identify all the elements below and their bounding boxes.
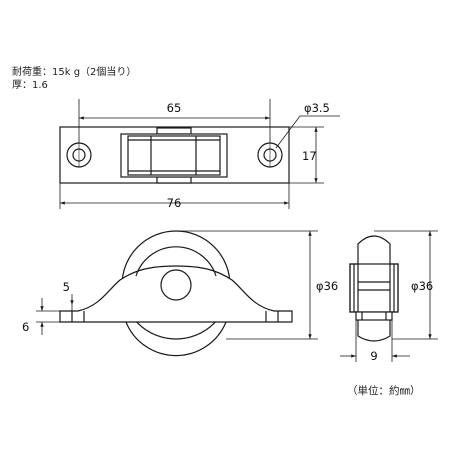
- dim-plate-height: 17: [302, 149, 317, 163]
- front-bracket: [349, 263, 399, 313]
- dim-base-height: 6: [22, 320, 29, 334]
- thickness-note: 厚：1.6: [12, 80, 48, 91]
- side-view: [59, 230, 293, 357]
- wheel-hub: [160, 269, 192, 301]
- load-rating-note: 耐荷重：15k g（2個当り）: [12, 67, 137, 78]
- dim-hub-offset: 5: [63, 280, 70, 294]
- top-view: [59, 126, 290, 184]
- dim-width: 9: [370, 349, 377, 363]
- dim-wheel-diameter-front: φ36: [411, 279, 433, 293]
- wheel-housing-top: [120, 127, 228, 184]
- dim-plate-length: 76: [167, 196, 182, 210]
- front-view-dimensions: [340, 230, 438, 362]
- unit-note: （単位：約㎜）: [347, 385, 421, 397]
- dim-hole-diameter: φ3.5: [304, 101, 330, 115]
- dim-hole-pitch: 65: [167, 101, 182, 115]
- front-view: [349, 235, 399, 342]
- top-view-dimensions: [59, 99, 340, 209]
- side-view-dimensions: [36, 230, 318, 340]
- dim-wheel-diameter-side: φ36: [316, 279, 338, 293]
